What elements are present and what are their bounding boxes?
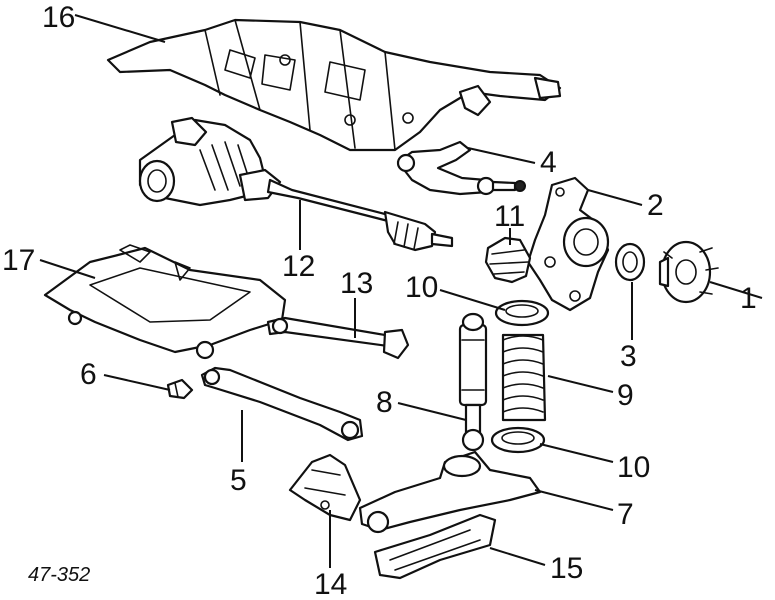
leader-7 [534, 489, 614, 511]
part-8-shock-absorber [458, 312, 488, 452]
part-7-lower-arm [358, 450, 542, 534]
callout-8: 8 [376, 386, 393, 419]
leader-15 [489, 547, 546, 566]
callout-5: 5 [230, 464, 247, 497]
part-13-tie-rod [266, 316, 410, 360]
callout-17: 17 [2, 244, 35, 277]
part-1-hub [658, 240, 719, 304]
leader-17 [39, 259, 96, 279]
callout-13: 13 [340, 267, 373, 300]
leader-6 [103, 374, 171, 391]
part-6-bushing [166, 378, 194, 400]
leader-8 [397, 402, 467, 421]
callout-15: 15 [550, 552, 583, 585]
callout-1: 1 [740, 282, 757, 315]
callout-labels: 1 2 3 4 5 6 7 8 9 10 10 11 12 13 14 15 1… [2, 1, 757, 600]
callout-3: 3 [620, 340, 637, 373]
leader-10b [539, 443, 614, 463]
callout-11: 11 [494, 200, 525, 233]
callout-4: 4 [540, 146, 557, 179]
leader-9 [547, 375, 614, 393]
part-11-boot [484, 236, 532, 284]
callout-9: 9 [617, 379, 634, 412]
leader-lines [39, 14, 763, 568]
callout-12: 12 [282, 250, 315, 283]
differential-carrier [138, 116, 282, 207]
callout-10b: 10 [617, 451, 650, 484]
figure-reference: 47-352 [28, 564, 90, 586]
part-17-subframe [43, 244, 287, 360]
part-5-trailing-arm [200, 366, 364, 442]
callout-16: 16 [42, 1, 75, 34]
leader-10a [439, 289, 506, 311]
callout-7: 7 [617, 498, 634, 531]
leader-16 [74, 14, 166, 43]
part-12-half-shaft [266, 178, 454, 252]
callout-14: 14 [314, 568, 347, 600]
part-15-skid-plate [373, 513, 497, 580]
callout-2: 2 [647, 189, 664, 222]
part-2-knuckle [526, 176, 610, 312]
leader-2 [587, 189, 643, 206]
part-3-bearing [614, 242, 646, 282]
part-14-bracket [288, 453, 362, 522]
leader-1 [709, 281, 763, 299]
part-9-coil-spring [501, 333, 547, 422]
callout-10a: 10 [405, 271, 438, 304]
callout-6: 6 [80, 358, 97, 391]
leader-4 [467, 147, 536, 164]
part-4-upper-arm [396, 140, 526, 196]
part-16-crossmember [106, 18, 562, 152]
part-10-lower-seat [490, 426, 546, 454]
part-10-upper-seat [494, 299, 550, 327]
